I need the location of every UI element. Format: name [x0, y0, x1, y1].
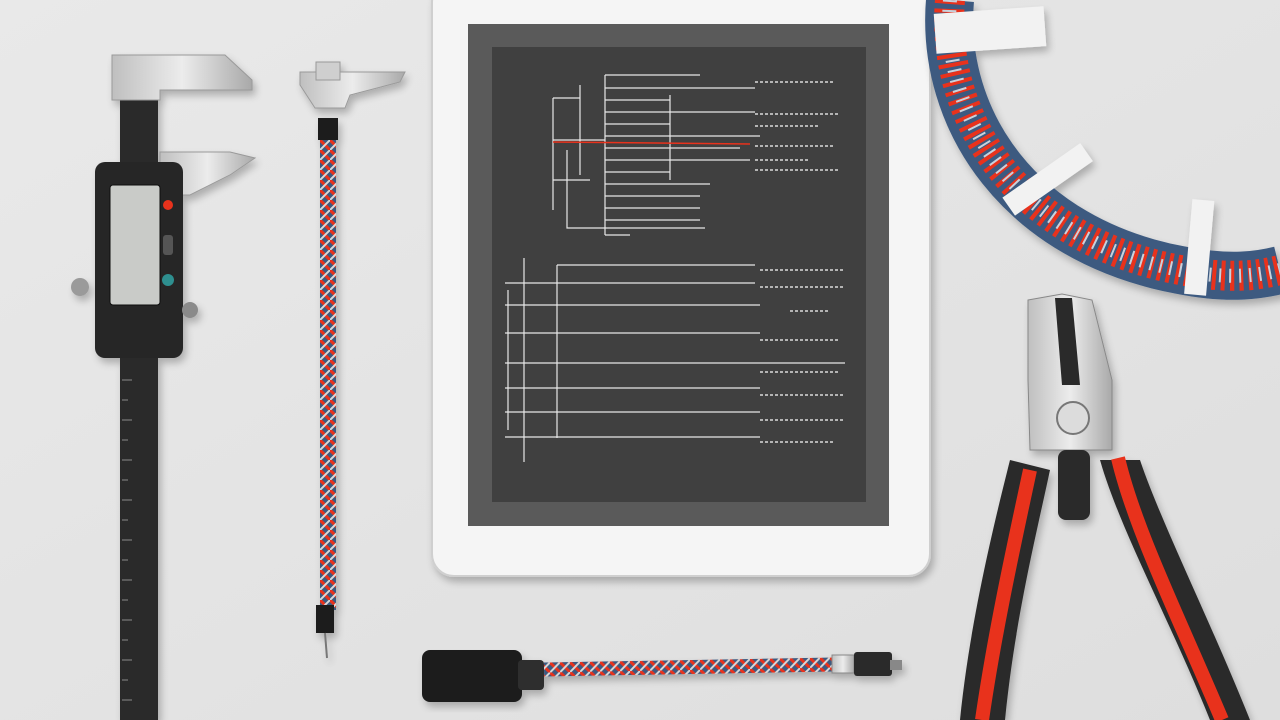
screen-tree-diagram-upper	[552, 74, 760, 236]
caliper-upper-jaw	[111, 54, 253, 101]
connector-boot	[518, 660, 544, 690]
caliper-teal-button	[162, 274, 174, 286]
connector-braid	[543, 657, 835, 677]
caliper-icon	[71, 54, 257, 720]
screen-labels-lower	[760, 269, 845, 443]
caliper-beam	[120, 60, 158, 720]
coil-icon	[925, 0, 1280, 300]
pliers-jaw-slot	[1055, 298, 1080, 385]
probe-collar	[318, 118, 338, 140]
connector-icon	[422, 650, 902, 702]
connector-tip-end	[890, 660, 902, 670]
probe-cap	[315, 61, 341, 81]
connector-tip	[854, 652, 892, 676]
probe-braid	[320, 140, 336, 610]
pliers-handle-left-grip	[975, 468, 1037, 720]
pliers-handle-right-grip	[1111, 456, 1229, 720]
coil-tie-1	[933, 6, 1047, 54]
caliper-lock-screw	[182, 302, 198, 318]
tablet-icon	[431, 0, 931, 577]
screen-red-branch	[552, 141, 751, 145]
screen-labels-upper	[755, 81, 840, 171]
probe-tip	[324, 632, 328, 659]
pliers-icon	[960, 293, 1250, 720]
pliers-spring-block	[1058, 450, 1090, 520]
wire-probe-icon	[299, 61, 406, 659]
coil-tie-2	[1002, 143, 1093, 216]
caliper-red-button	[163, 200, 173, 210]
pliers-pivot	[1056, 401, 1090, 435]
caliper-lcd	[109, 184, 161, 306]
caliper-thumb-wheel	[71, 278, 89, 296]
caliper-scale-ticks	[122, 379, 132, 701]
coil-tie-3	[1184, 199, 1215, 296]
connector-body	[422, 650, 522, 702]
connector-ferrule	[831, 654, 855, 674]
screen-tree-diagram-lower	[505, 258, 845, 462]
probe-tip-sleeve	[316, 605, 334, 633]
tablet-screen	[492, 47, 866, 502]
probe-jaw	[299, 71, 406, 109]
coil-bundle-outer	[925, 0, 1280, 300]
caliper-button	[163, 235, 173, 255]
